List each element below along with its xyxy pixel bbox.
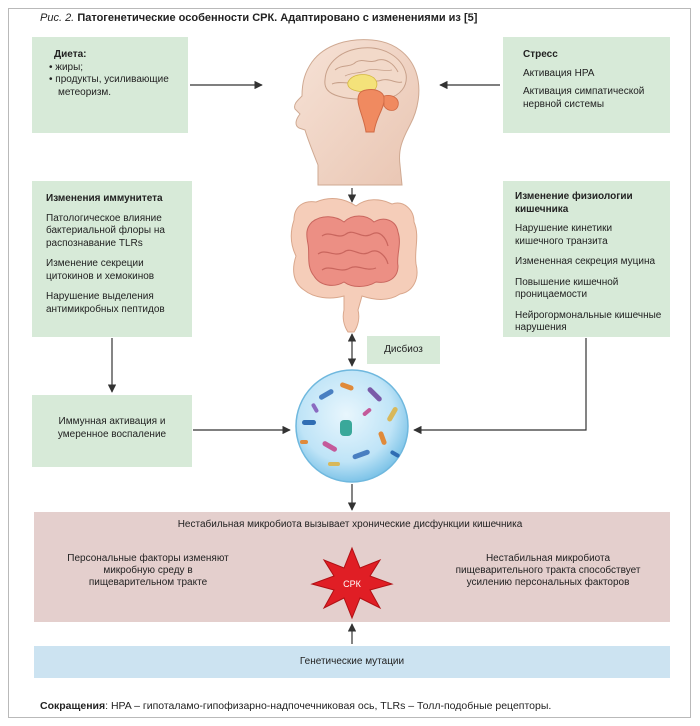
- abbreviations-footer: Сокращения: HPA – гипоталамо-гипофизарно…: [40, 700, 551, 712]
- immunity-item: цитокинов и хемокинов: [46, 270, 155, 282]
- stress-item: нервной системы: [523, 98, 605, 110]
- diet-box: Диета: • жиры; • продукты, усиливающие м…: [32, 37, 188, 133]
- physiology-item: кишечного транзита: [515, 235, 608, 247]
- physiology-heading: кишечника: [515, 203, 569, 215]
- band-right-text: Нестабильная микробиота пищеварительного…: [433, 553, 663, 589]
- band-left-line: микробную среду в: [103, 565, 193, 576]
- stress-heading: Стресс: [523, 49, 558, 60]
- immunity-item: антимикробных пептидов: [46, 303, 165, 315]
- footer-label: Сокращения: [40, 700, 106, 712]
- microbiota-cell-illustration: [295, 369, 409, 483]
- figure-caption: Рис. 2. Патогенетические особенности СРК…: [40, 12, 477, 24]
- dysbiosis-label: Дисбиоз: [367, 336, 440, 364]
- physiology-item: Измененная секреция муцина: [515, 256, 656, 267]
- band-right-line: пищеварительного тракта способствует: [455, 565, 641, 576]
- footer-text: : HPA – гипоталамо-гипофизарно-надпочечн…: [105, 700, 552, 712]
- immunity-item: Изменение секреции: [46, 258, 144, 269]
- band-left-text: Персональные факторы изменяют микробную …: [48, 553, 248, 589]
- physiology-box: Изменение физиологии кишечника Нарушение…: [503, 181, 670, 337]
- band-right-line: Нестабильная микробиота: [485, 553, 611, 564]
- band-left-line: Персональные факторы изменяют: [67, 553, 229, 564]
- figure-frame: [8, 8, 691, 718]
- band-right-line: усилению персональных факторов: [466, 577, 630, 588]
- immune-activation-box: Иммунная активация и умеренное воспалени…: [32, 395, 192, 467]
- diet-heading: Диета:: [54, 49, 87, 60]
- diet-item: • продукты, усиливающие: [49, 74, 169, 85]
- immune-activation-text: Иммунная активация и: [58, 416, 166, 427]
- physiology-item: проницаемости: [515, 289, 588, 300]
- intestine-illustration: [290, 198, 418, 333]
- band-left-line: пищеварительном тракте: [88, 577, 208, 588]
- stress-item: Активация симпатической: [523, 86, 645, 97]
- immunity-item: бактериальной флоры на: [46, 225, 165, 236]
- physiology-item: Нейрогормональные кишечные: [515, 309, 662, 321]
- physiology-heading: Изменение физиологии: [515, 191, 633, 202]
- diet-item: • жиры;: [49, 61, 84, 73]
- connector-arrows: [107, 80, 587, 644]
- immunity-item: распознавание TLRs: [46, 237, 143, 249]
- ibs-star-label: СРК: [343, 579, 362, 589]
- head-brain-illustration: [294, 39, 420, 186]
- ibs-star: СРК: [310, 546, 394, 620]
- immunity-box: Изменения иммунитета Патологическое влия…: [32, 181, 192, 337]
- physiology-item: Повышение кишечной: [515, 276, 619, 288]
- genetic-mutations-box: Генетические мутации: [34, 646, 670, 678]
- stress-item: Активация HPA: [523, 67, 595, 79]
- physiology-item: Нарушение кинетики: [515, 223, 613, 234]
- figure-title: Патогенетические особенности СРК. Адапти…: [77, 12, 478, 24]
- figure-label: Рис. 2.: [40, 12, 75, 24]
- immunity-item: Патологическое влияние: [46, 212, 162, 224]
- stress-box: Стресс Активация HPA Активация симпатиче…: [503, 37, 670, 133]
- immunity-heading: Изменения иммунитета: [46, 193, 163, 204]
- arrow-physiology-to-microbiota: [413, 338, 587, 435]
- immunity-item: Нарушение выделения: [46, 291, 154, 302]
- diet-item: метеоризм.: [58, 86, 112, 98]
- band-title: Нестабильная микробиота вызывает хрониче…: [177, 519, 523, 530]
- physiology-item: нарушения: [515, 322, 567, 333]
- immune-activation-text: умеренное воспаление: [57, 428, 167, 440]
